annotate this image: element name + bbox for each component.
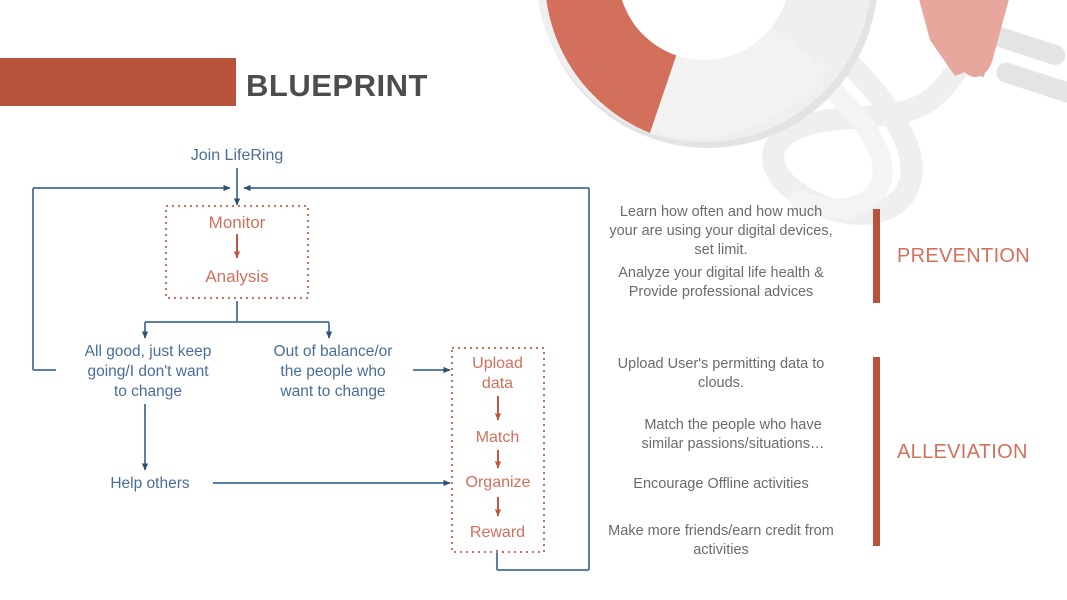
flow-node-join-lifering[interactable]: Join LifeRing: [190, 147, 284, 164]
title-accent-bar: [0, 58, 236, 106]
category-label-alleviation: ALLEVIATION: [897, 441, 1028, 463]
flow-node-organize[interactable]: Organize: [465, 474, 531, 491]
page-title: BLUEPRINT: [246, 68, 428, 103]
category-bar-alleviation: [873, 357, 880, 546]
flow-node-help-others[interactable]: Help others: [110, 475, 190, 492]
flow-node-branch-left[interactable]: All good, just keep going/I don't want t…: [84, 343, 212, 400]
flow-node-branch-right[interactable]: Out of balance/or the people who want to…: [273, 343, 393, 400]
description-alleviation-1: Upload User's permitting data to clouds.: [617, 356, 825, 392]
description-alleviation-3: Encourage Offline activities: [633, 476, 809, 492]
description-prevention-1: Learn how often and how much your are us…: [609, 204, 833, 259]
rope-cable-icon: [716, 0, 985, 225]
flow-node-match[interactable]: Match: [475, 429, 520, 446]
flow-node-monitor[interactable]: Monitor: [208, 213, 266, 232]
description-prevention-2: Analyze your digital life health & Provi…: [618, 265, 824, 301]
flow-node-analysis[interactable]: Analysis: [205, 267, 269, 286]
category-label-prevention: PREVENTION: [897, 245, 1031, 267]
category-bar-prevention: [873, 209, 880, 303]
description-alleviation-2: Match the people who have similar passio…: [641, 417, 825, 453]
power-plug-icon: [919, 0, 1067, 103]
life-ring-icon: [538, 0, 877, 148]
flow-node-upload-data[interactable]: Upload data: [472, 355, 523, 393]
flow-node-reward[interactable]: Reward: [469, 524, 526, 541]
description-alleviation-4: Make more friends/earn credit from activ…: [608, 523, 834, 559]
